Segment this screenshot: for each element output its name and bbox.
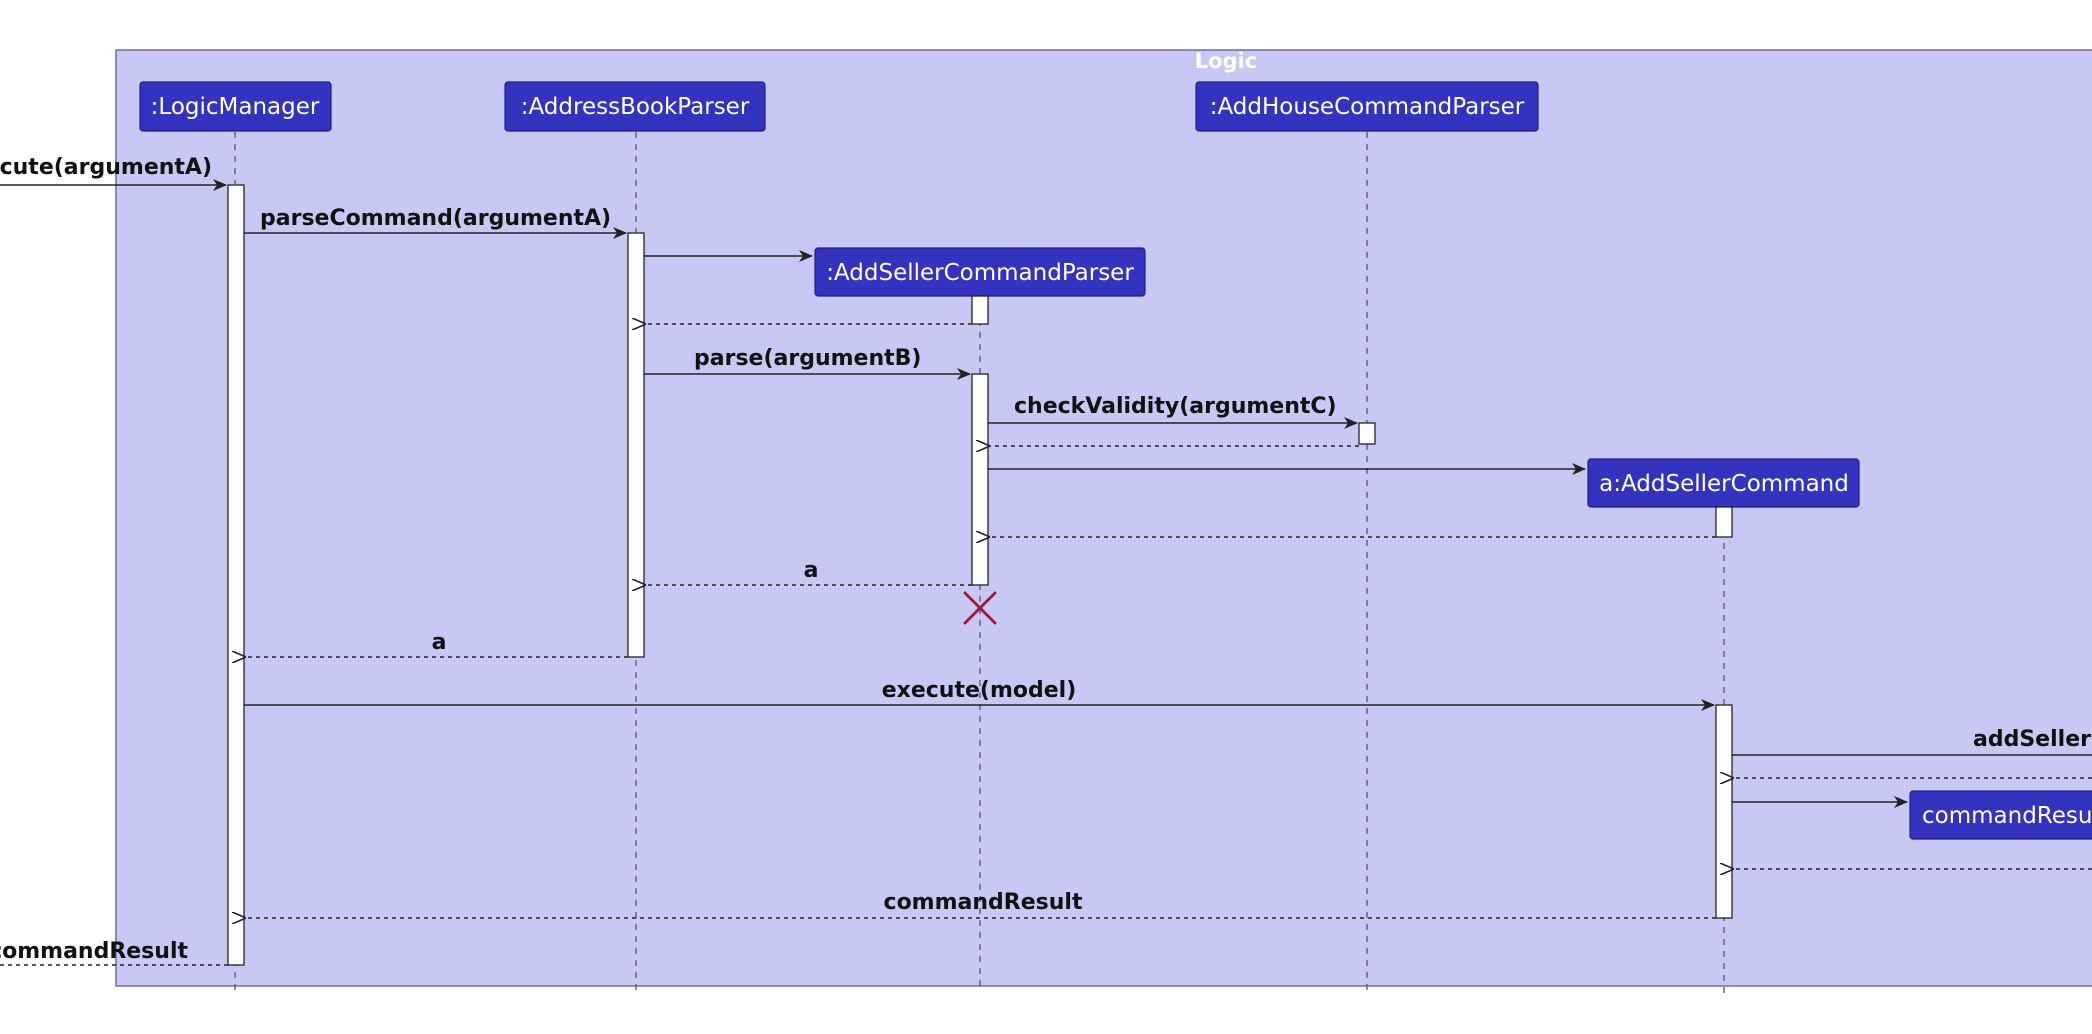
activation-add-house-command-parser (1358, 422, 1376, 445)
message-label: parse(argumentB) (694, 346, 921, 371)
activation-logic-manager (227, 184, 245, 966)
logic-frame (115, 49, 2092, 987)
activation-address-book-parser (627, 232, 645, 658)
message-label: checkValidity(argumentC) (1014, 394, 1337, 419)
participant-label: :AddHouseCommandParser (1210, 94, 1525, 120)
message-execute-argument-a: execute(argumentA) (0, 155, 227, 191)
message-label: a (432, 630, 447, 655)
activation-add-seller-command-parser-init (971, 295, 989, 325)
message-return-a-to-logic-manager: a (245, 630, 628, 657)
participant-label: :AddressBookParser (521, 94, 750, 120)
message-label: commandResult (0, 939, 188, 964)
message-label: commandResult (884, 890, 1083, 915)
participant-add-seller-command-parser[interactable]: :AddSellerCommandParser (814, 247, 1146, 297)
message-parse-argument-b: parse(argumentB) (644, 346, 971, 380)
participant-address-book-parser[interactable]: :AddressBookParser (504, 81, 766, 132)
message-label: addSeller( (1973, 727, 2092, 752)
message-label: execute(model) (882, 678, 1077, 703)
participant-label: :LogicManager (151, 94, 320, 120)
frame-title: Logic (1195, 49, 1258, 73)
participant-label: commandResult (1922, 803, 2092, 829)
message-label: parseCommand(argumentA) (260, 206, 611, 231)
activation-add-seller-command-parser-parse (971, 373, 989, 586)
participant-label: :AddSellerCommandParser (826, 260, 1134, 286)
participant-logic-manager[interactable]: :LogicManager (139, 81, 332, 132)
participant-add-seller-command[interactable]: a:AddSellerCommand (1587, 458, 1860, 508)
message-return-a-to-parser: a (645, 558, 972, 585)
destroy-marker (963, 591, 997, 625)
message-parse-command: parseCommand(argumentA) (244, 206, 627, 239)
participant-command-result[interactable]: commandResult (1909, 790, 2092, 840)
participant-label: a:AddSellerCommand (1599, 471, 1849, 497)
message-return-command-result-internal: commandResult (245, 890, 1716, 918)
participant-add-house-command-parser[interactable]: :AddHouseCommandParser (1195, 81, 1539, 132)
message-add-seller: addSeller( (1732, 727, 2092, 756)
activation-add-seller-command-execute (1715, 704, 1733, 919)
messages: execute(argumentA) parseCommand(argument… (0, 155, 2092, 966)
message-check-validity: checkValidity(argumentC) (988, 394, 1358, 429)
message-label: a (804, 558, 819, 583)
message-execute-model: execute(model) (244, 678, 1715, 711)
message-label: execute(argumentA) (0, 155, 212, 180)
activation-add-seller-command-init (1715, 506, 1733, 538)
message-return-command-result-external: commandResult (0, 939, 228, 966)
